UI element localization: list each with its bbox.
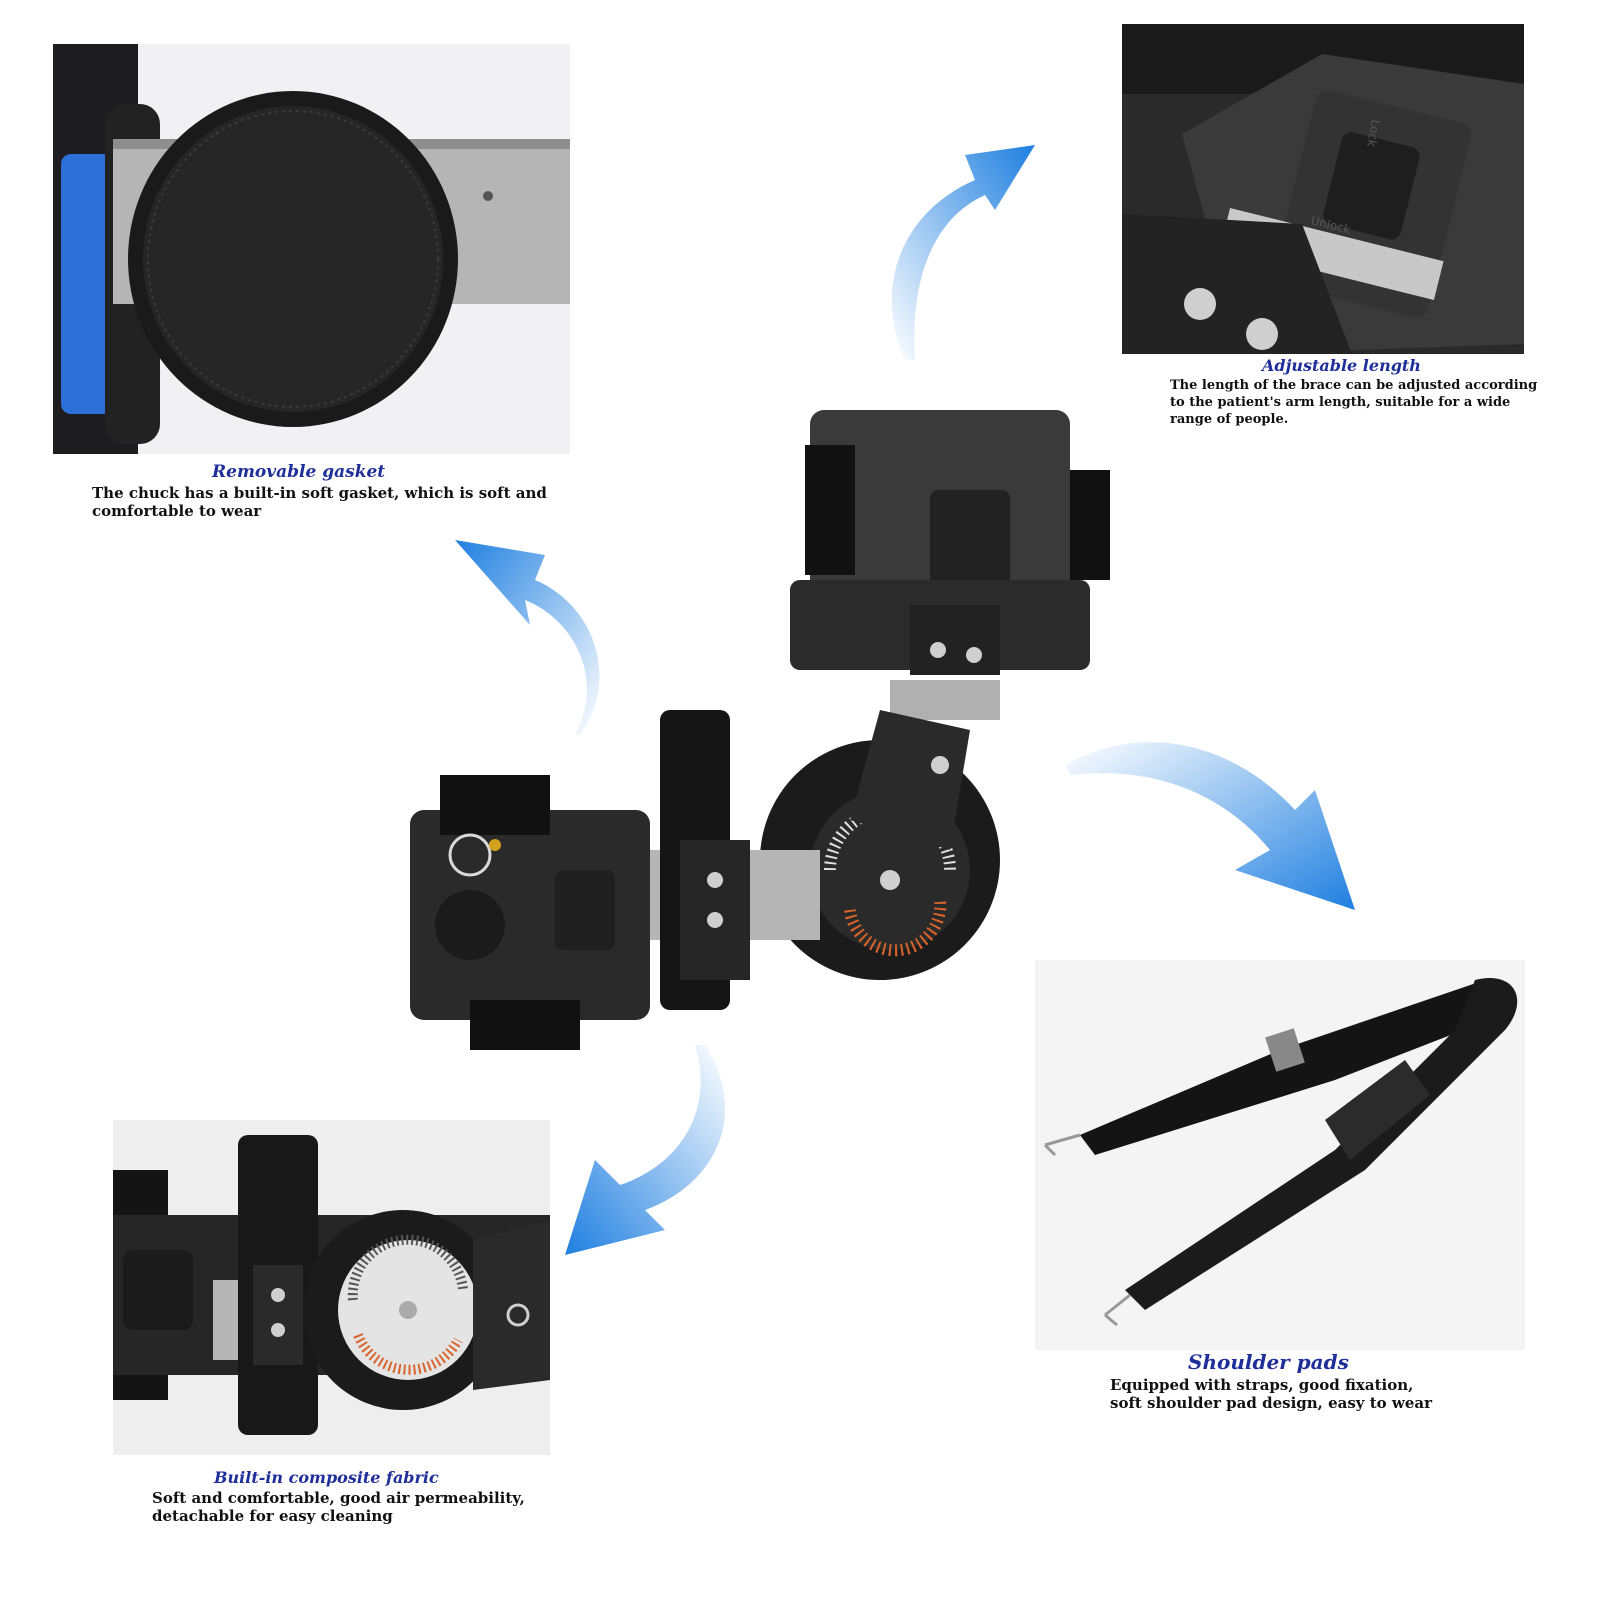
shoulder-pads-photo [1035, 960, 1525, 1350]
arrow-to-composite-fabric [565, 1045, 740, 1260]
composite-fabric-caption: Built-in composite fabric Soft and comfo… [152, 1468, 572, 1525]
shoulder-pads-title: Shoulder pads [1188, 1350, 1349, 1374]
elbow-brace-main [410, 410, 1110, 1080]
adjustable-length-photo: Lock Unlock [1122, 24, 1524, 354]
arrow-to-shoulder-pads [1065, 735, 1365, 915]
gasket-description: The chuck has a built-in soft gasket, wh… [92, 484, 547, 520]
shoulder-pads-description: Equipped with straps, good fixation, sof… [1110, 1376, 1432, 1412]
gasket-title: Removable gasket [212, 462, 386, 482]
adjustable-length-caption: Adjustable length The length of the brac… [1170, 356, 1550, 428]
adjustable-length-title: Adjustable length [1262, 356, 1421, 375]
adjustable-length-description: The length of the brace can be adjusted … [1170, 378, 1538, 427]
arrow-to-gasket [455, 540, 615, 740]
composite-fabric-photo [113, 1120, 550, 1455]
arrow-to-adjustable-length [885, 135, 1045, 365]
composite-fabric-description: Soft and comfortable, good air permeabil… [152, 1489, 525, 1525]
lock-label: Lock [1364, 118, 1383, 147]
gasket-caption: Removable gasket The chuck has a built-i… [92, 462, 562, 520]
composite-fabric-title: Built-in composite fabric [214, 1468, 439, 1487]
shoulder-pads-caption: Shoulder pads Equipped with straps, good… [1110, 1350, 1490, 1412]
gasket-photo [53, 44, 570, 454]
